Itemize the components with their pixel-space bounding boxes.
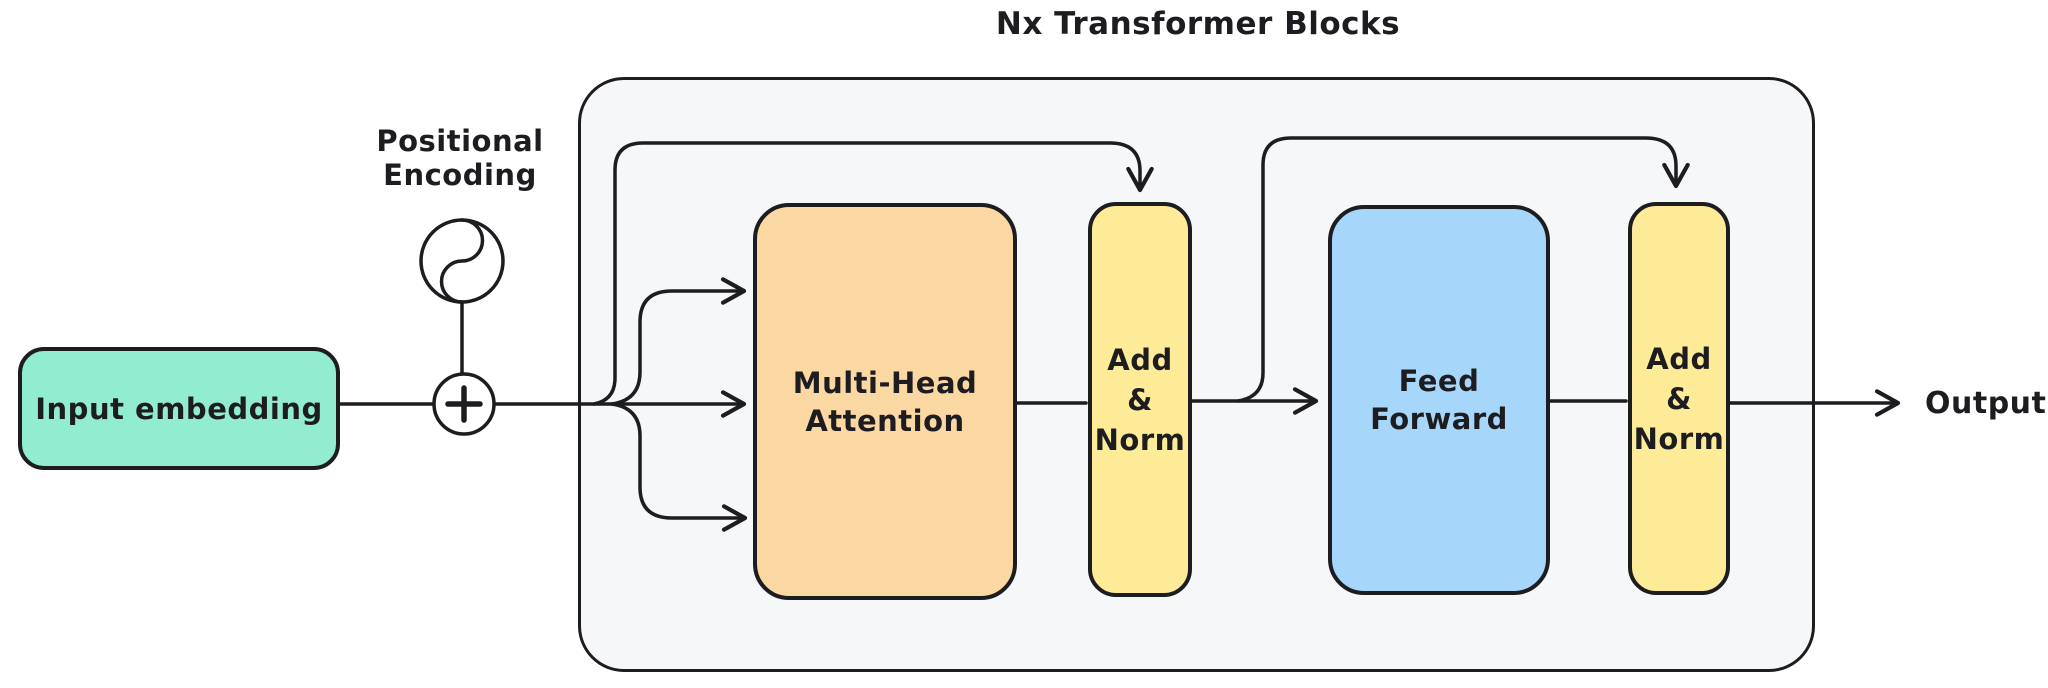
input-embedding-label: Input embedding (35, 391, 323, 426)
add-norm-block-1: Add & Norm (1088, 202, 1192, 597)
add-norm-block-2: Add & Norm (1628, 202, 1730, 595)
diagram-title: Nx Transformer Blocks (995, 6, 1401, 42)
output-label: Output (1925, 386, 2047, 421)
multi-head-attention-block: Multi-Head Attention (753, 203, 1017, 600)
plus-circle-icon (432, 372, 496, 436)
sine-wave-circle-icon (419, 218, 505, 304)
feed-forward-block: Feed Forward (1328, 205, 1550, 595)
input-embedding-block: Input embedding (18, 347, 340, 470)
positional-encoding-label: Positional Encoding (376, 124, 544, 192)
